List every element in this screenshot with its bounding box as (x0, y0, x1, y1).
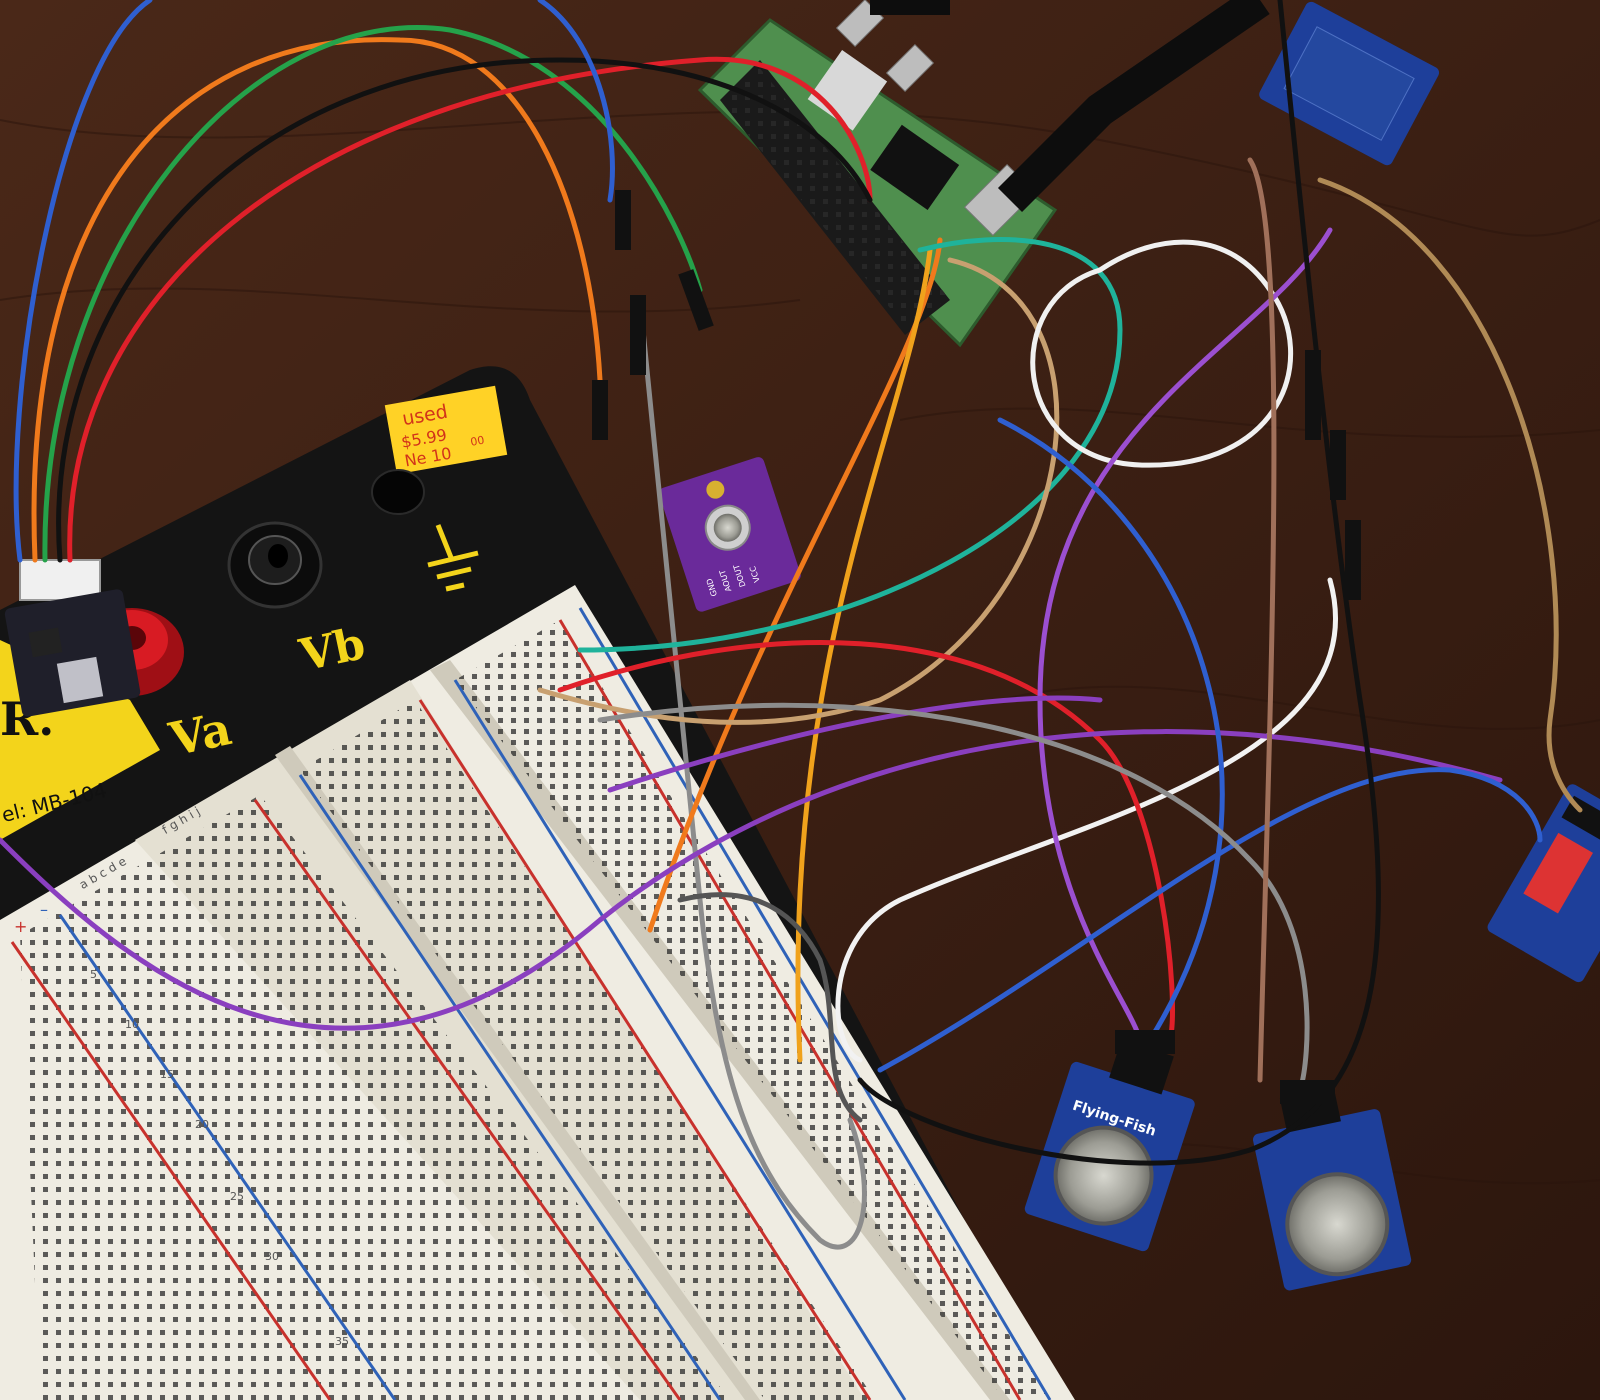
oled-sensor-module-top (1259, 1, 1440, 166)
microphone-sensor-module: GND AOUT DOUT VCC (659, 457, 801, 612)
wire-blue-top (13, 0, 153, 563)
wire-tan-right (1317, 177, 1583, 813)
wire-white-long (835, 577, 1339, 1063)
row-number: 25 (230, 1190, 244, 1203)
wire-gray-long (597, 702, 1310, 1093)
gas-sensor-module-2 (1252, 1086, 1412, 1291)
row-number-labels: 5 10 15 20 25 30 35 (90, 968, 349, 1348)
wire-white-loop (1030, 239, 1294, 468)
row-number: 30 (265, 1250, 279, 1263)
power-rail-lines (10, 607, 1052, 1400)
wire-green-top (42, 25, 703, 563)
ground-icon (427, 524, 479, 592)
wire-purple-right (1037, 227, 1333, 1043)
gas-sensor-module-1 (1024, 1039, 1195, 1252)
wire-purple-short (607, 695, 1103, 793)
wire-orange-mid (647, 237, 943, 933)
wire-blue-long (877, 767, 1543, 1073)
wire-darkgray-board (677, 892, 863, 1123)
wire-brown (1247, 157, 1277, 1083)
va-label: Va (164, 701, 236, 767)
rail-plus-label: + (14, 917, 27, 936)
wire-gray-mic (637, 297, 867, 1250)
environment-sensor-module (4, 559, 141, 717)
wire-teal (577, 237, 1123, 653)
wire-black-long (857, 0, 1381, 1166)
wire-orange-top (31, 37, 603, 563)
wire-yellow-mid (795, 247, 933, 1063)
wire-blue-sensor (997, 417, 1225, 1043)
wire-red-top (67, 56, 873, 563)
row-number: 5 (90, 968, 97, 981)
mounting-hole (371, 469, 425, 515)
wire-purple-long (0, 729, 1503, 1031)
binding-post-vb[interactable] (227, 521, 323, 609)
row-number: 10 (125, 1018, 139, 1031)
wire-blue-top2 (537, 0, 615, 203)
jumper-wires (0, 0, 1583, 1250)
dupont-connectors (592, 190, 1361, 1104)
wire-red-long (557, 640, 1175, 1043)
row-number: 35 (335, 1335, 349, 1348)
price-tag-sticker: used $5.99 Ne 10 00 (384, 385, 508, 475)
row-number: 15 (160, 1068, 174, 1081)
price-tag-line3-superscript: 00 (469, 434, 485, 449)
row-number: 20 (195, 1118, 209, 1131)
wire-tan (537, 257, 1060, 725)
usb-cable (997, 0, 1270, 213)
wire-black-top (56, 57, 873, 563)
rail-minus-label: – (40, 900, 48, 919)
